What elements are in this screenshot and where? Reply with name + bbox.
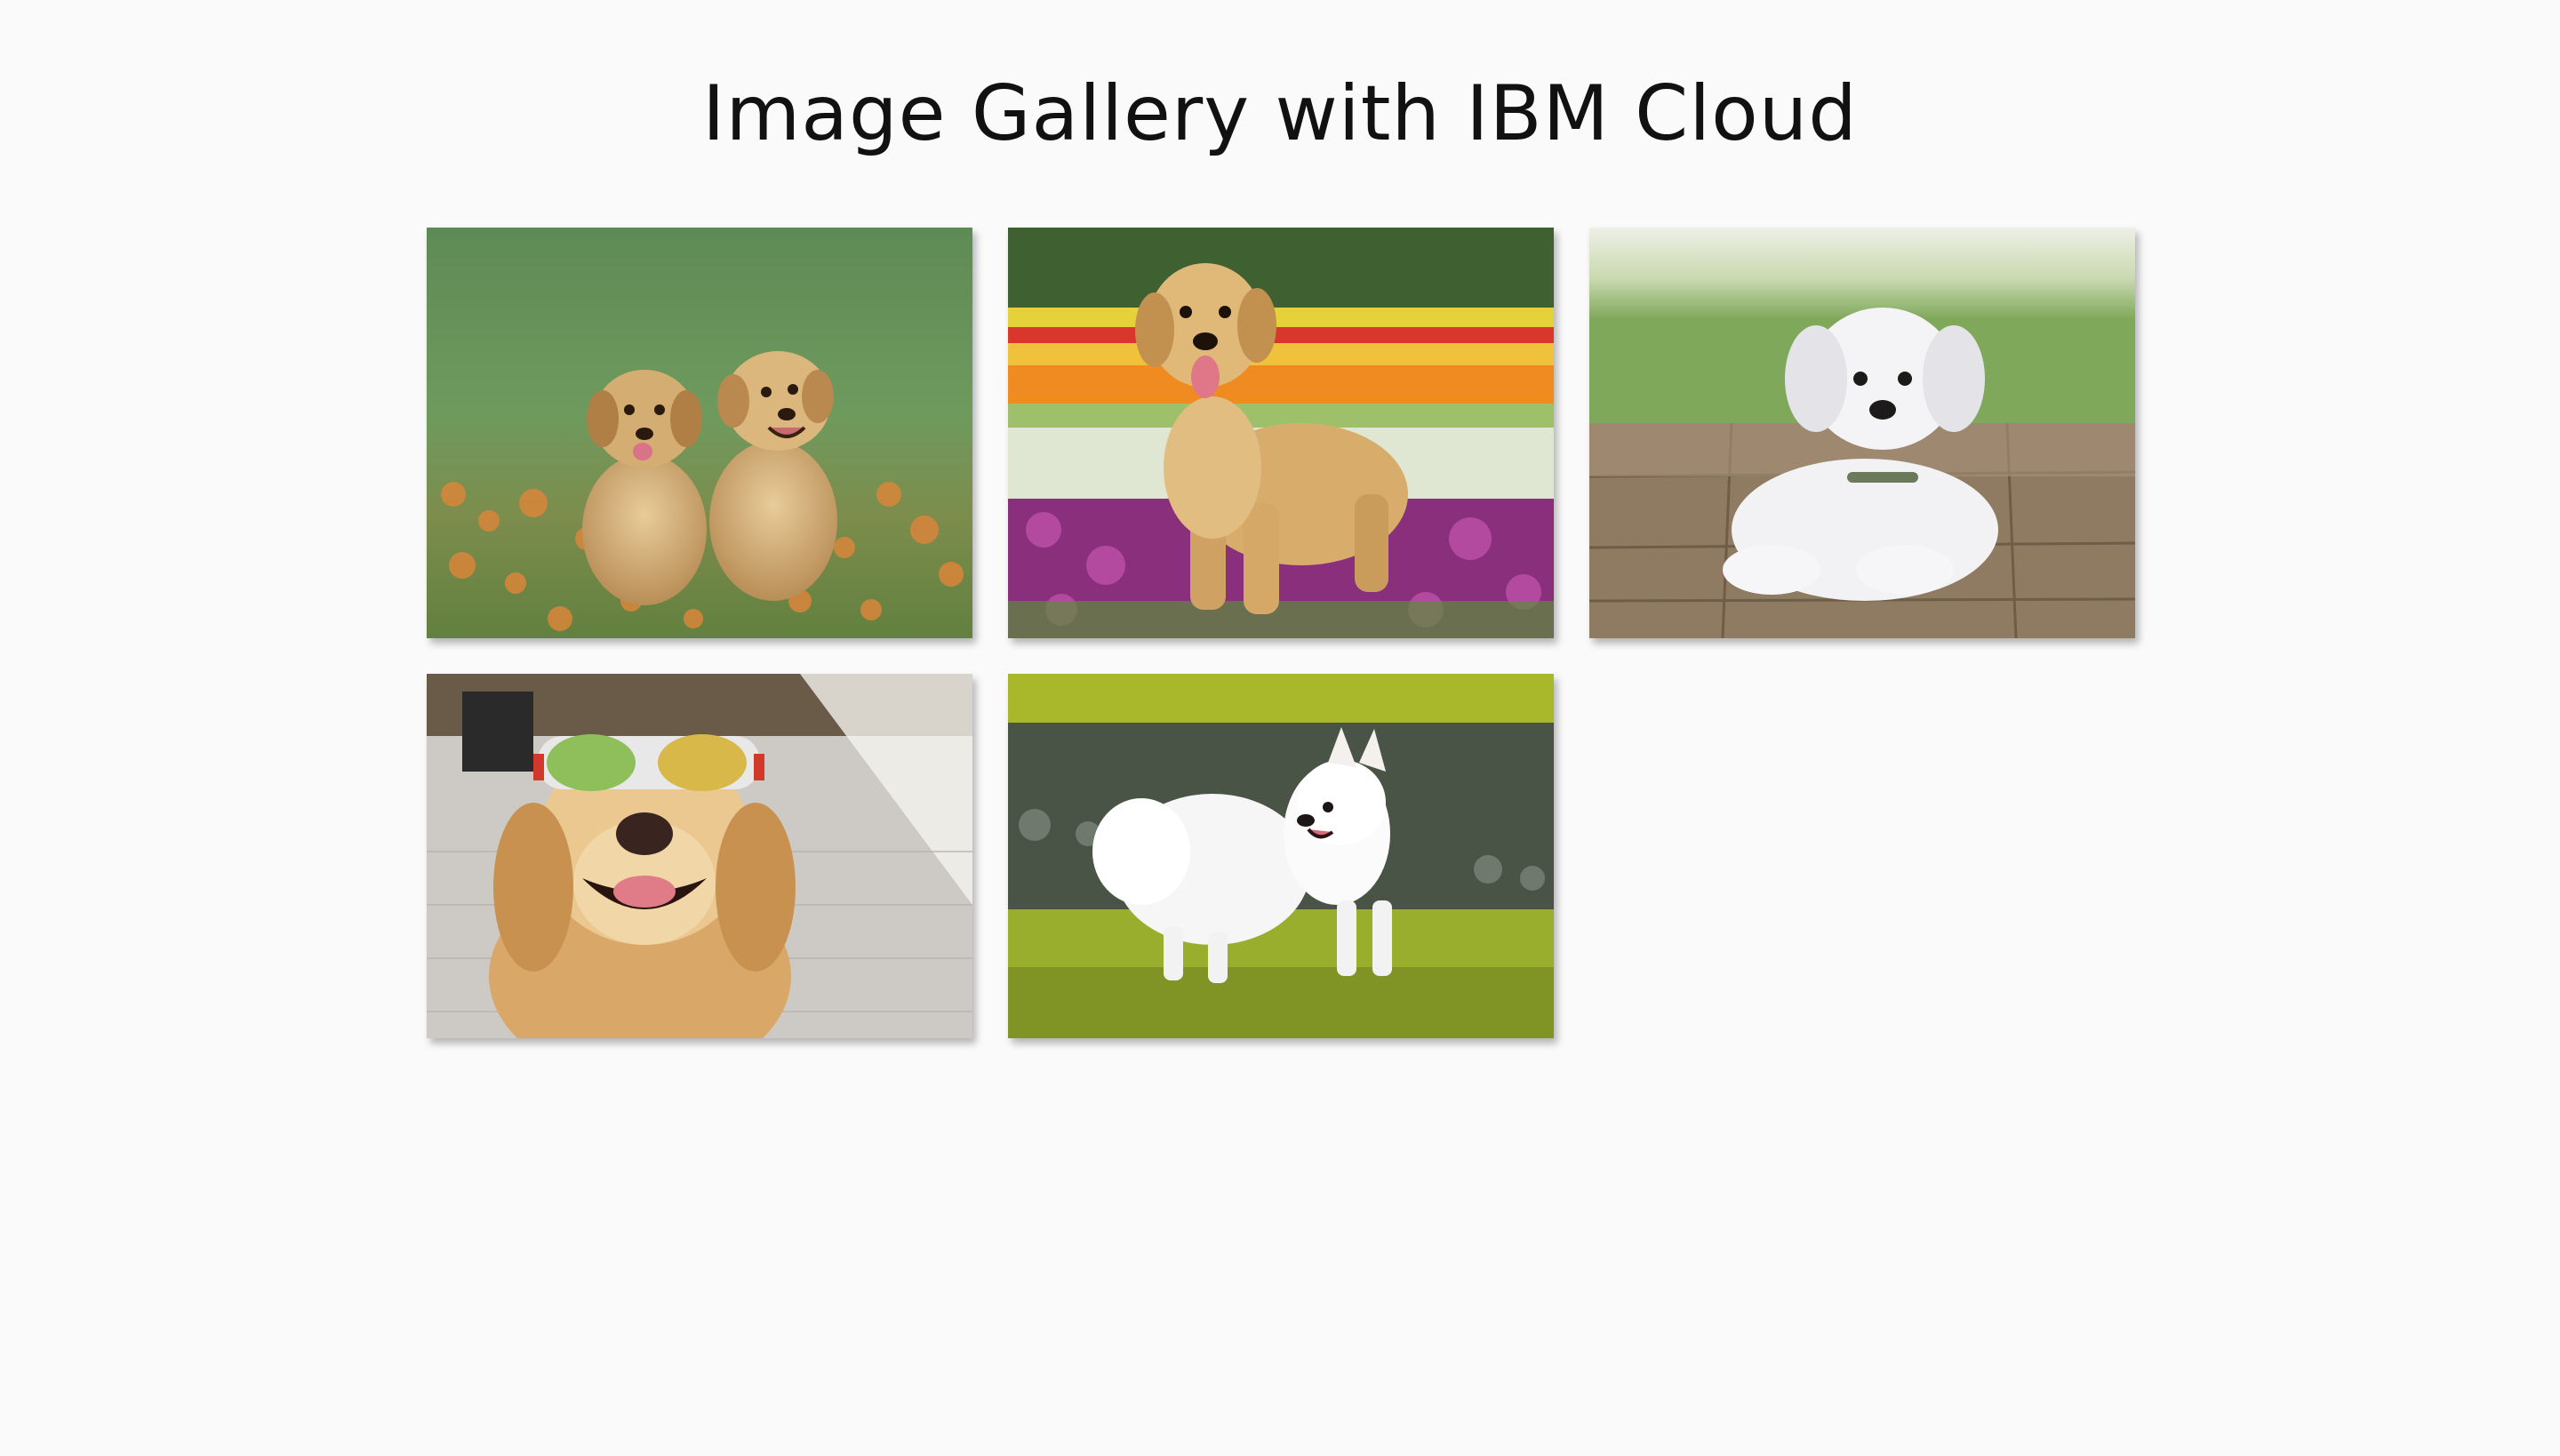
retriever-in-flowers-photo [1008,228,1554,638]
gallery-image-2[interactable] [1008,228,1554,638]
puppies-in-grass-photo [427,228,972,638]
gallery-image-3[interactable] [1589,228,2135,638]
gallery-image-4[interactable] [427,674,972,1038]
gallery-image-5[interactable] [1008,674,1554,1038]
gallery-image-1[interactable] [427,228,972,638]
retriever-sunglasses-photo [427,674,972,1038]
white-puppy-photo [1589,228,2135,638]
white-spitz-photo [1008,674,1554,1038]
page-title: Image Gallery with IBM Cloud [702,69,1858,158]
